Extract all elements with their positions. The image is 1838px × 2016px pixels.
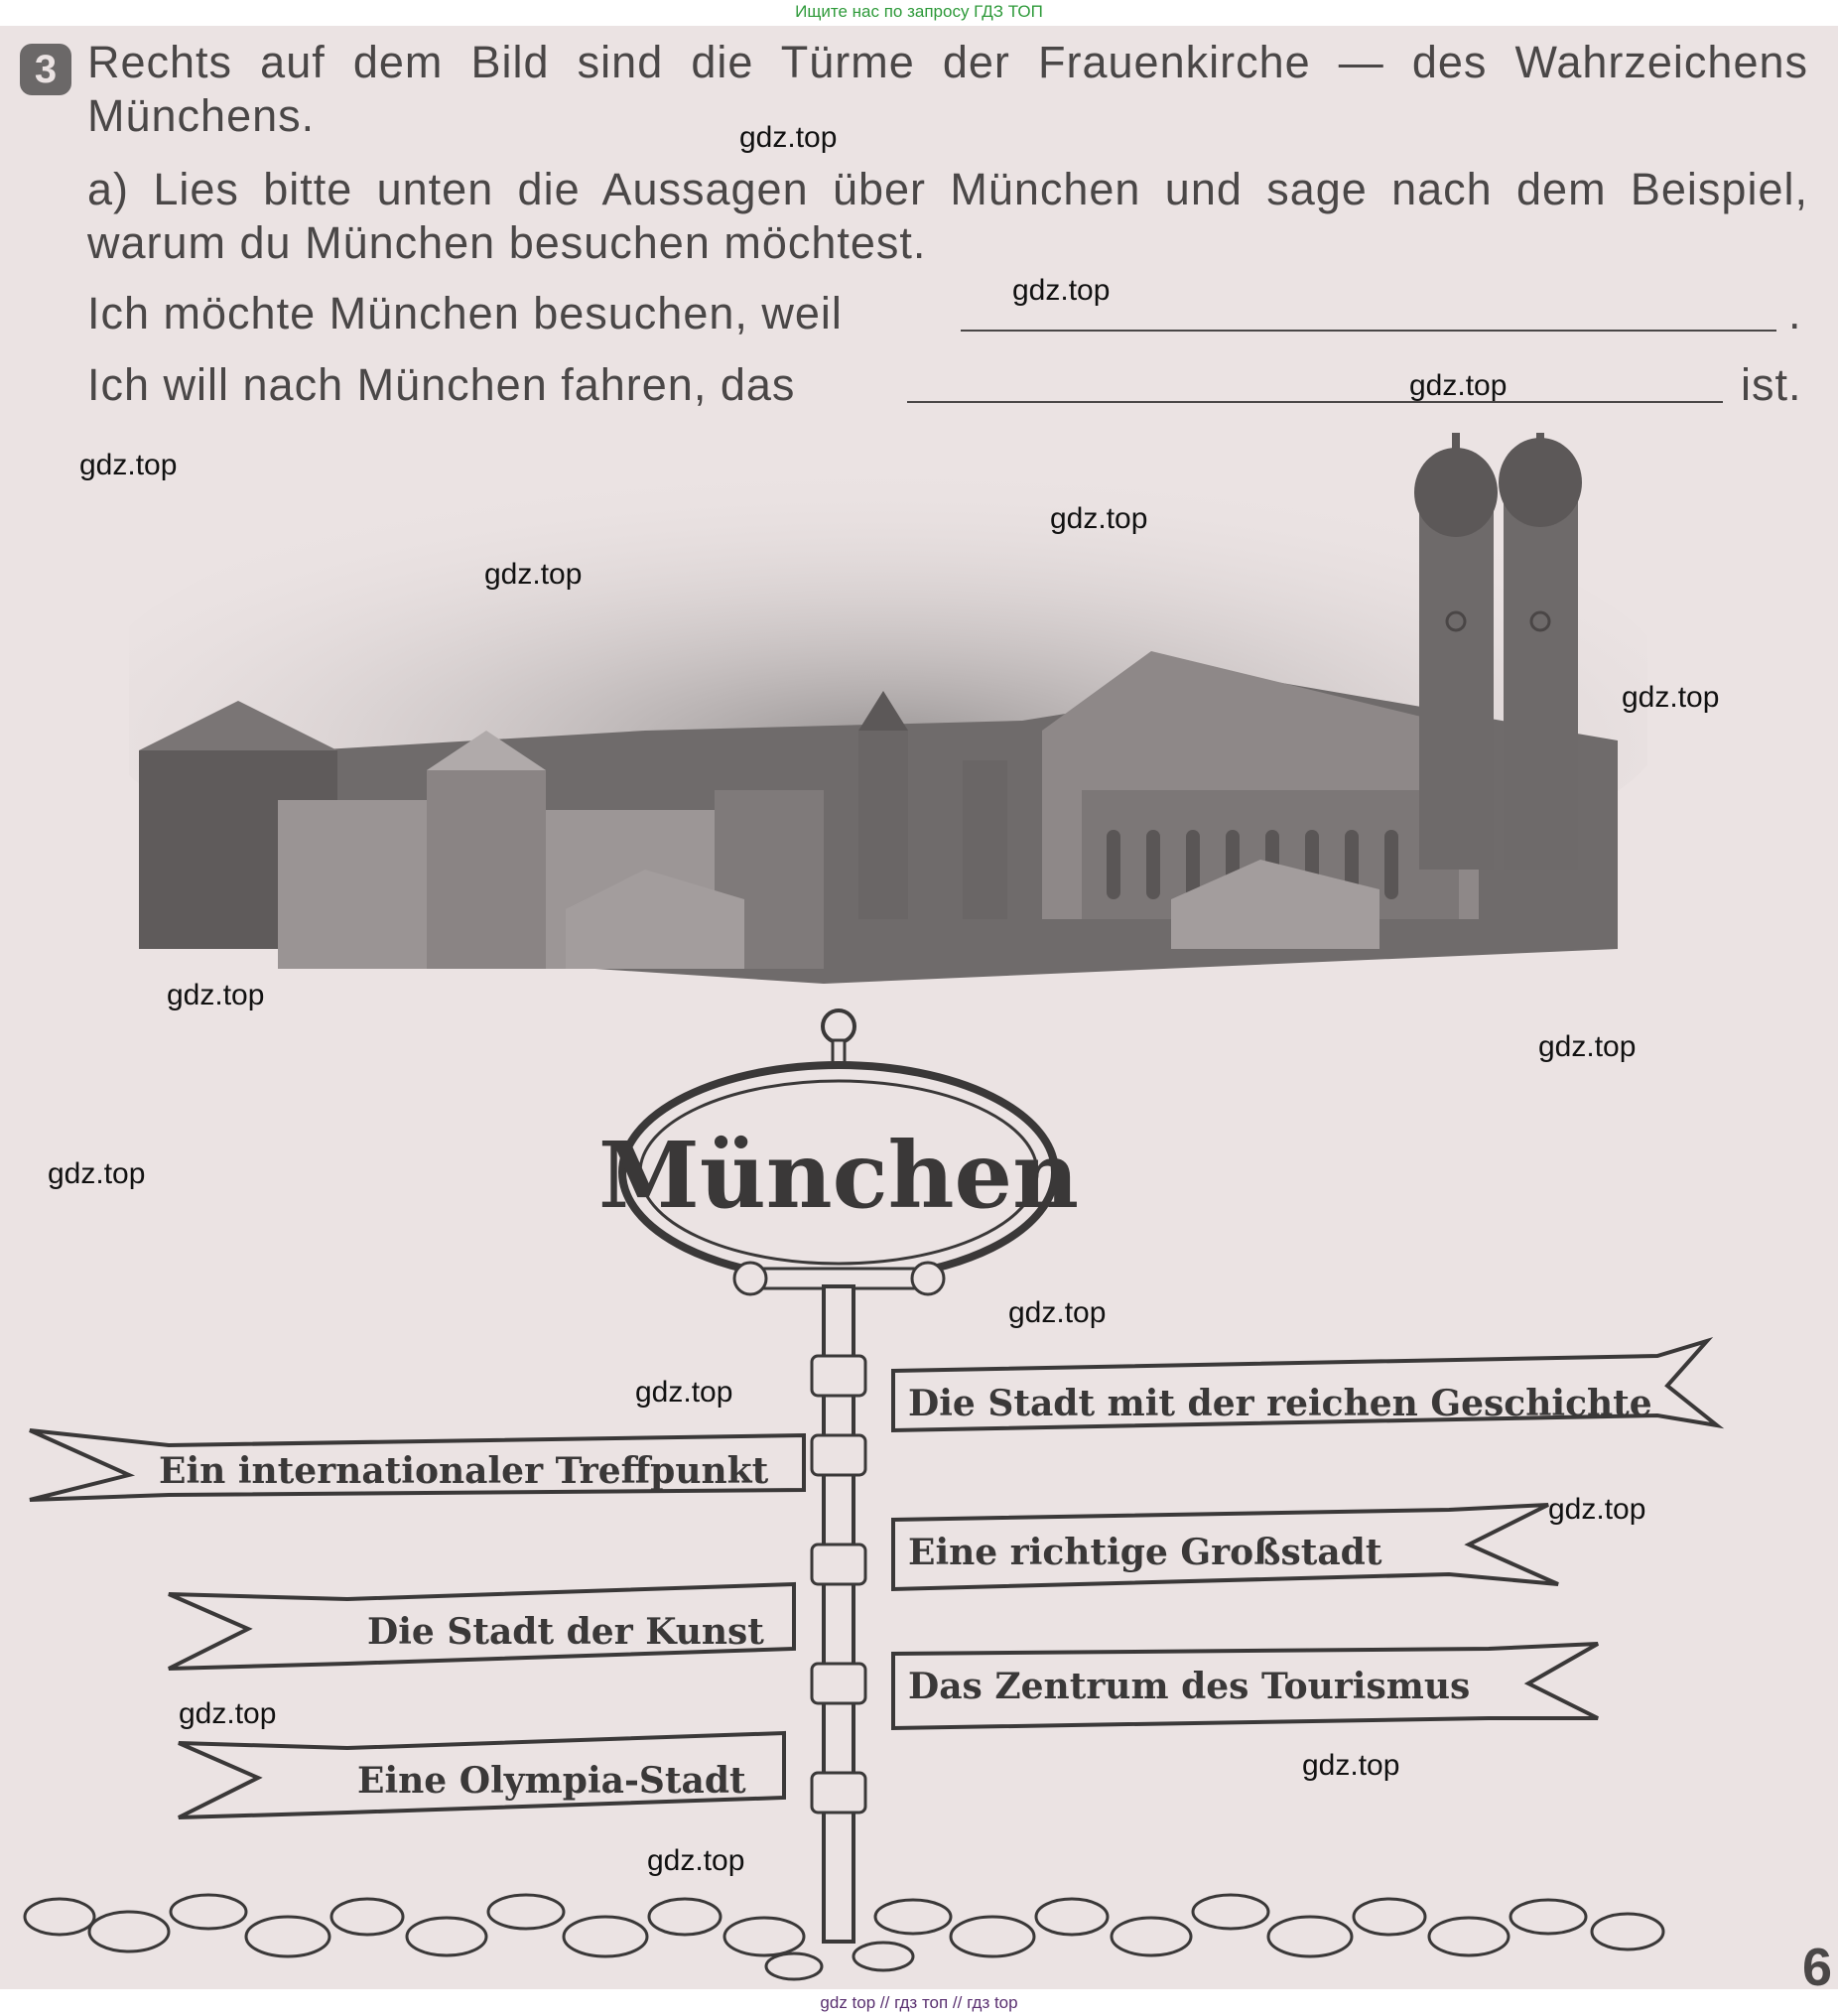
answer-blank-2[interactable]: [907, 363, 1723, 403]
watermark: gdz.top: [79, 449, 178, 481]
task-number-badge: 3: [20, 44, 71, 95]
ribbon-geschichte: Die Stadt mit der reichen Geschichte: [908, 1383, 1652, 1424]
watermark: gdz.top: [1008, 1296, 1107, 1329]
watermark: gdz.top: [1302, 1749, 1400, 1782]
ribbon-tourismus: Das Zentrum des Tourismus: [908, 1666, 1470, 1707]
watermark: gdz.top: [1538, 1030, 1637, 1063]
sentence-1-start: Ich möchte München besuchen, weil: [87, 288, 843, 338]
ribbon-kunst: Die Stadt der Kunst: [367, 1611, 764, 1653]
watermark: gdz.top: [739, 121, 838, 154]
watermark: gdz.top: [1622, 681, 1720, 714]
task-intro: Rechts auf dem Bild sind die Türme der F…: [87, 37, 1808, 141]
watermark: gdz.top: [647, 1844, 745, 1877]
page-number: 6: [1802, 1938, 1833, 1989]
ribbon-treffpunkt: Ein internationaler Treffpunkt: [159, 1450, 769, 1492]
munich-skyline-illustration: [129, 433, 1647, 984]
watermark: gdz.top: [1050, 502, 1148, 535]
sentence-2-start: Ich will nach München fahren, das: [87, 359, 796, 410]
ribbon-olympia: Eine Olympia-Stadt: [357, 1760, 746, 1802]
sign-title: München: [598, 1122, 1079, 1229]
top-banner[interactable]: Ищите нас по запросу ГДЗ ТОП: [795, 2, 1043, 21]
watermark: gdz.top: [1409, 369, 1508, 402]
watermark: gdz.top: [484, 558, 583, 591]
watermark: gdz.top: [179, 1697, 277, 1730]
munich-signpost-illustration: München Die Stadt mit der reichen Geschi…: [23, 1008, 1725, 1981]
watermark: gdz.top: [48, 1157, 146, 1190]
textbook-page: 3 Rechts auf dem Bild sind die Türme der…: [0, 26, 1838, 1989]
sentence-1-end: .: [1788, 288, 1802, 338]
sentence-2-end: ist.: [1741, 359, 1802, 410]
watermark: gdz.top: [1012, 274, 1111, 307]
answer-blank-1[interactable]: [961, 292, 1776, 332]
watermark: gdz.top: [635, 1376, 733, 1409]
watermark: gdz.top: [167, 979, 265, 1011]
bottom-banner[interactable]: gdz top // гдз топ // гдз top: [820, 1993, 1018, 2012]
ribbon-grossstadt: Eine richtige Großstadt: [908, 1532, 1382, 1573]
sentence-1-row: Ich möchte München besuchen, weil .: [87, 286, 1808, 341]
sentence-2-row: Ich will nach München fahren, das ist.: [87, 357, 1808, 413]
watermark: gdz.top: [1548, 1493, 1646, 1526]
task-part-a: a) Lies bitte unten die Aussagen über Mü…: [87, 164, 1808, 268]
